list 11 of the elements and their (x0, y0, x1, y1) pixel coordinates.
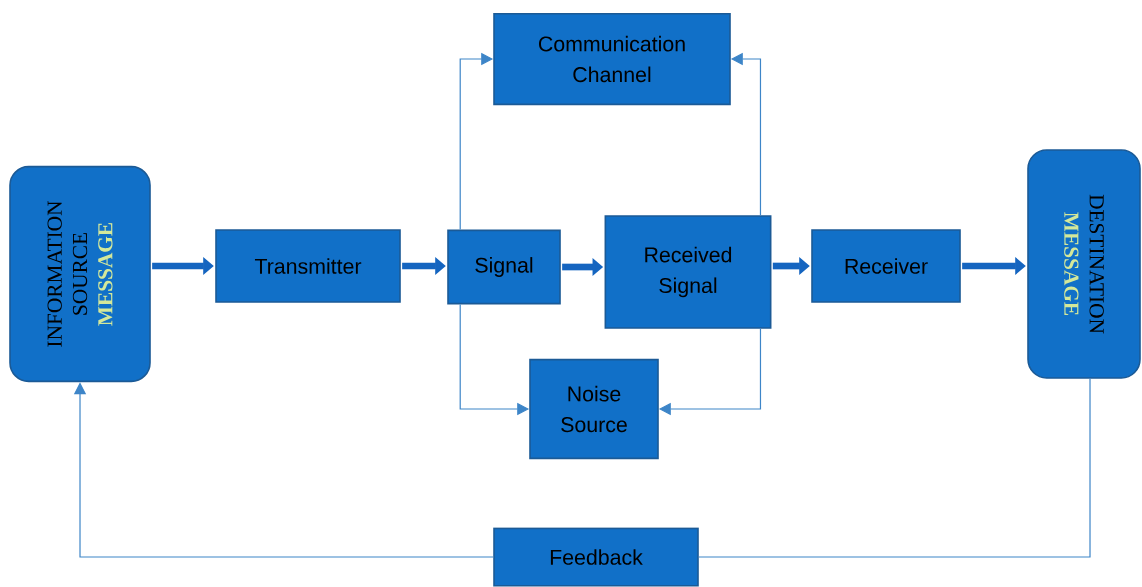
process-box: Signal (447, 229, 561, 305)
rounded-box: INFORMATION SOURCE MESSAGE (9, 165, 151, 383)
process-box: Received Signal (604, 215, 772, 329)
process-box: Feedback (493, 527, 699, 587)
process-box: Receiver (811, 229, 961, 303)
arrow (73, 382, 494, 558)
process-box: Noise Source (529, 358, 659, 460)
process-box: Transmitter (215, 229, 401, 303)
process-box: Communication Channel (493, 12, 731, 106)
connector-line (698, 378, 1091, 558)
rounded-box: DESTINATION MESSAGE (1027, 149, 1141, 379)
